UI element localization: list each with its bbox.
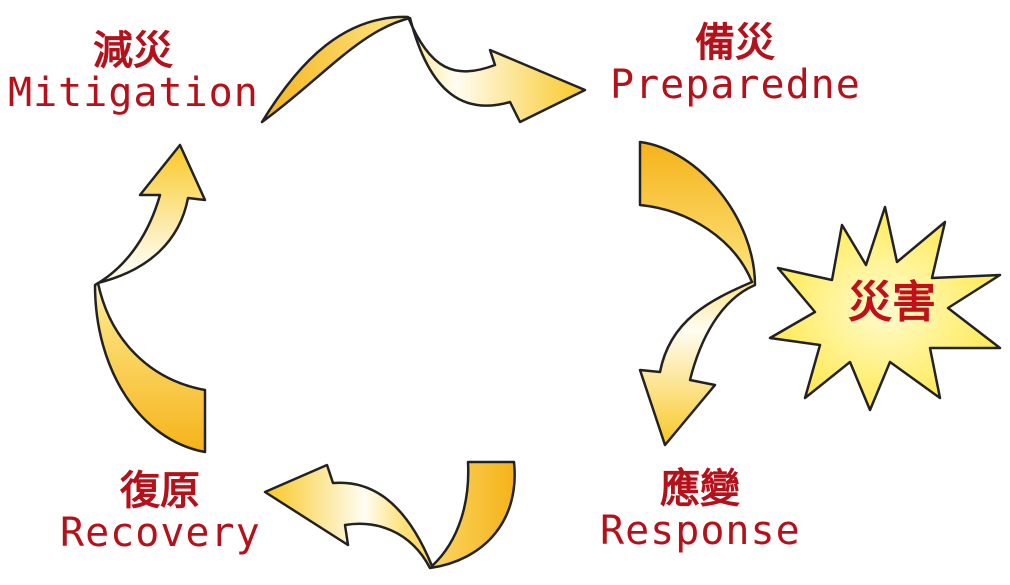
recovery-zh-label: 復原 — [120, 468, 200, 514]
preparedness-zh-label: 備災 — [695, 20, 775, 66]
response-en-label: Response — [600, 508, 801, 554]
arrow-mitigation-to-preparedness — [260, 15, 587, 124]
response-zh-label: 應變 — [660, 466, 740, 512]
disaster-zh-label: 災害 — [848, 277, 936, 328]
mitigation-zh-label: 減災 — [93, 28, 173, 74]
preparedness-en-label: Preparedne — [610, 62, 861, 108]
arrow-recovery-to-mitigation — [93, 143, 207, 454]
arrow-preparedness-to-response — [638, 140, 757, 447]
disaster-burst-shape — [768, 205, 1002, 412]
mitigation-en-label: Mitigation — [8, 70, 259, 116]
stage-label-mitigation: 減災 Mitigation — [8, 30, 258, 114]
recovery-en-label: Recovery — [60, 510, 261, 556]
stage-label-preparedness: 備災 Preparedne — [610, 22, 860, 106]
arrow-response-to-recovery — [263, 460, 516, 570]
disaster-label: 災害 — [832, 277, 952, 328]
stage-label-response: 應變 Response — [600, 468, 800, 552]
stage-label-recovery: 復原 Recovery — [60, 470, 260, 554]
